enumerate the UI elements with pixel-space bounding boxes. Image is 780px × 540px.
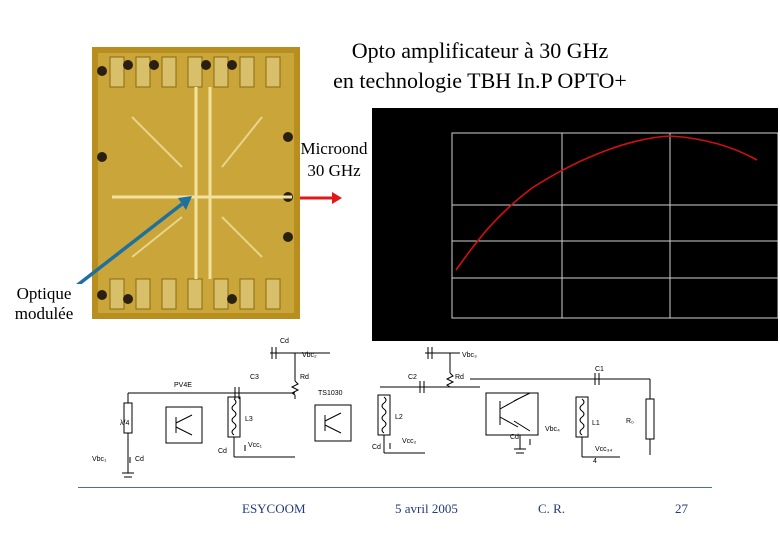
schem-l3: L3	[245, 416, 253, 423]
schem-vcc1: Vcc₁	[248, 442, 263, 449]
schem-c2: C2	[408, 374, 417, 381]
schem-vcc2: Vcc₂	[402, 438, 417, 445]
optical-input-label: Optique modulée	[0, 284, 88, 326]
chip-photo	[92, 47, 300, 319]
schem-cd-mid1: Cd	[218, 448, 227, 455]
schem-cd-left: Cd	[135, 456, 144, 463]
schem-vcc34: Vcc₃₄	[595, 446, 613, 453]
slide-title: Opto amplificateur à 30 GHz en technolog…	[300, 36, 660, 96]
schem-vbc1: Vbc₁	[92, 456, 107, 463]
schem-vbc2: Vbc₂	[302, 352, 317, 359]
footer-author: C. R.	[538, 501, 566, 516]
microwave-label: Microond 30 GHz	[296, 138, 372, 182]
schem-lambda4: λ/4	[120, 420, 129, 427]
oscilloscope-display	[372, 108, 778, 341]
schem-l1: L1	[592, 420, 600, 427]
schem-four: 4	[593, 458, 597, 465]
schem-cd-right: Cd	[510, 434, 519, 441]
schem-ro: R₀	[626, 418, 634, 425]
schem-c1: C1	[595, 366, 604, 373]
schem-rd-left: Rd	[300, 374, 309, 381]
schem-pv4e: PV4E	[174, 382, 192, 389]
microwave-label-line1: Microond	[300, 139, 368, 158]
title-line-2: en technologie TBH In.P OPTO+	[333, 68, 627, 93]
footer-page-number: 27	[675, 501, 688, 516]
footer-organization: ESYCOOM	[242, 501, 306, 516]
circuit-schematic: Cd Vbc₂ Vbc₃ C3 Rd C2 Rd C1 PV4E TS1030 …	[92, 338, 655, 478]
footer-divider	[78, 487, 712, 488]
blue-arrow-icon	[64, 196, 192, 296]
footer-date: 5 avril 2005	[395, 501, 458, 516]
schem-rd-right: Rd	[455, 374, 464, 381]
schem-l2: L2	[395, 414, 403, 421]
schem-ts1030: TS1030	[318, 390, 343, 397]
schem-c3: C3	[250, 374, 259, 381]
schem-vbc3: Vbc₃	[462, 352, 477, 359]
optical-label-line2: modulée	[14, 304, 74, 323]
schem-cd-top: Cd	[280, 338, 289, 345]
microwave-label-line2: 30 GHz	[307, 161, 361, 180]
optical-label-line1: Optique	[16, 284, 72, 303]
title-line-1: Opto amplificateur à 30 GHz	[351, 38, 609, 63]
schem-cd-mid2: Cd	[372, 444, 381, 451]
schem-vbc4: Vbc₄	[545, 426, 560, 433]
red-arrow-icon	[300, 192, 342, 204]
